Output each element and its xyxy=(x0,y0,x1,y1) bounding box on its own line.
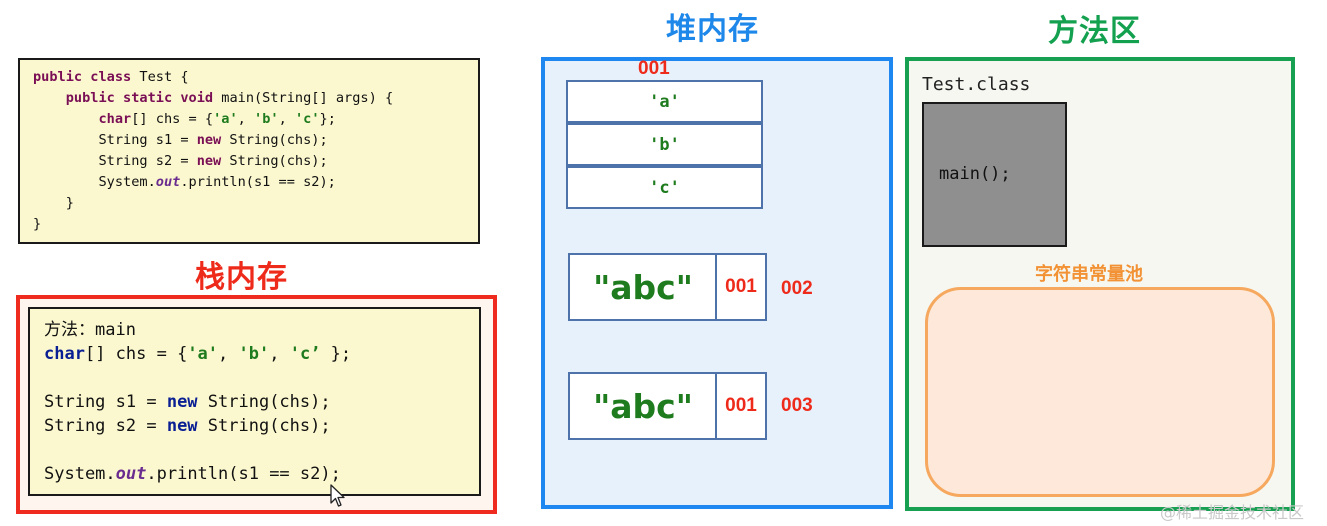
code-token xyxy=(33,111,98,127)
code-token: String(chs); xyxy=(197,392,331,412)
code-token: String(chs); xyxy=(221,153,328,169)
divider xyxy=(715,255,717,319)
divider xyxy=(715,374,717,438)
heap-memory-title: 堆内存 xyxy=(666,12,759,47)
code-token: public class xyxy=(33,69,132,85)
code-token: new xyxy=(196,153,222,169)
source-code-box: public class Test { public static void m… xyxy=(18,58,480,244)
method-area-title: 方法区 xyxy=(1048,14,1141,49)
code-line xyxy=(44,438,479,462)
code-token: String s1 = xyxy=(33,132,197,148)
code-line: String s2 = new String(chs); xyxy=(44,414,479,438)
code-token: new xyxy=(166,416,198,436)
code-token: } xyxy=(33,216,42,232)
code-line: } xyxy=(33,214,478,235)
string-constant-pool xyxy=(925,287,1275,497)
code-line: String s1 = new String(chs); xyxy=(44,390,479,414)
code-line: System.out.println(s1 == s2); xyxy=(33,172,478,193)
code-token: public static void xyxy=(65,90,214,106)
string-object-value: "abc" xyxy=(593,386,693,426)
code-token: , xyxy=(269,344,290,364)
string-object-value: "abc" xyxy=(593,267,693,307)
string-object-ref: 001 xyxy=(725,395,757,416)
code-token: .println(s1 == s2); xyxy=(180,174,336,190)
code-line: char[] chs = {'a', 'b', 'c'}; xyxy=(33,109,478,130)
code-line: } xyxy=(33,193,478,214)
code-token: [] chs = { xyxy=(84,344,188,364)
class-file-label: Test.class xyxy=(922,74,1031,95)
code-token: 'c’ xyxy=(289,344,321,364)
string-object-1-address: 002 xyxy=(781,278,813,299)
code-token: [] chs = { xyxy=(131,111,214,127)
code-token: } xyxy=(33,195,74,211)
code-token: , xyxy=(278,111,295,127)
watermark: @稀土掘金技术社区 xyxy=(1160,503,1305,522)
code-token: char xyxy=(44,344,85,364)
code-token: .println(s1 == s2); xyxy=(146,464,341,484)
code-token: String s1 = xyxy=(44,392,167,412)
code-token: char xyxy=(98,111,132,127)
code-line: public static void main(String[] args) { xyxy=(33,88,478,109)
code-token xyxy=(44,368,54,388)
code-line xyxy=(44,366,479,390)
code-token: 'c' xyxy=(294,111,320,127)
code-token: System. xyxy=(44,464,116,484)
code-token: , xyxy=(218,344,239,364)
code-token: out xyxy=(155,174,181,190)
code-token: String s2 = xyxy=(33,153,197,169)
code-token: String(chs); xyxy=(221,132,328,148)
stack-memory-title: 栈内存 xyxy=(195,260,288,295)
array-cell-c: 'c' xyxy=(566,166,763,209)
code-token xyxy=(33,90,66,106)
string-object-ref: 001 xyxy=(725,276,757,297)
code-token: System. xyxy=(33,174,156,190)
array-cell-a: 'a' xyxy=(566,80,763,123)
code-token: Test { xyxy=(131,69,189,85)
code-token: 方法：main xyxy=(44,320,136,340)
code-token: 'b' xyxy=(254,111,279,127)
code-line: String s2 = new String(chs); xyxy=(33,151,478,172)
string-object-2-address: 003 xyxy=(781,395,813,416)
code-token: 'a' xyxy=(213,111,238,127)
code-token: 'b' xyxy=(238,344,270,364)
code-token: 'a' xyxy=(187,344,219,364)
code-line: System.out.println(s1 == s2); xyxy=(44,462,479,486)
code-token: }; xyxy=(320,344,352,364)
code-token: new xyxy=(166,392,198,412)
code-token: }; xyxy=(319,111,336,127)
code-token: new xyxy=(196,132,222,148)
code-token: main(String[] args) { xyxy=(213,90,394,106)
mouse-pointer-icon xyxy=(330,484,345,507)
code-line: String s1 = new String(chs); xyxy=(33,130,478,151)
code-line: public class Test { xyxy=(33,67,478,88)
code-line: 方法：main xyxy=(44,318,479,342)
string-object-1: "abc" 001 xyxy=(568,253,767,321)
main-method-block: main(); xyxy=(922,102,1067,247)
code-line: char[] chs = {'a', 'b', 'c’ }; xyxy=(44,342,479,366)
code-token: out xyxy=(115,464,147,484)
code-token: , xyxy=(237,111,255,127)
string-constant-pool-title: 字符串常量池 xyxy=(1035,264,1143,285)
array-address: 001 xyxy=(638,58,670,79)
code-token: String s2 = xyxy=(44,416,167,436)
array-cell-b: 'b' xyxy=(566,123,763,166)
code-token: String(chs); xyxy=(197,416,331,436)
code-token xyxy=(44,440,54,460)
main-method-label: main(); xyxy=(939,164,1011,184)
string-object-2: "abc" 001 xyxy=(568,372,767,440)
